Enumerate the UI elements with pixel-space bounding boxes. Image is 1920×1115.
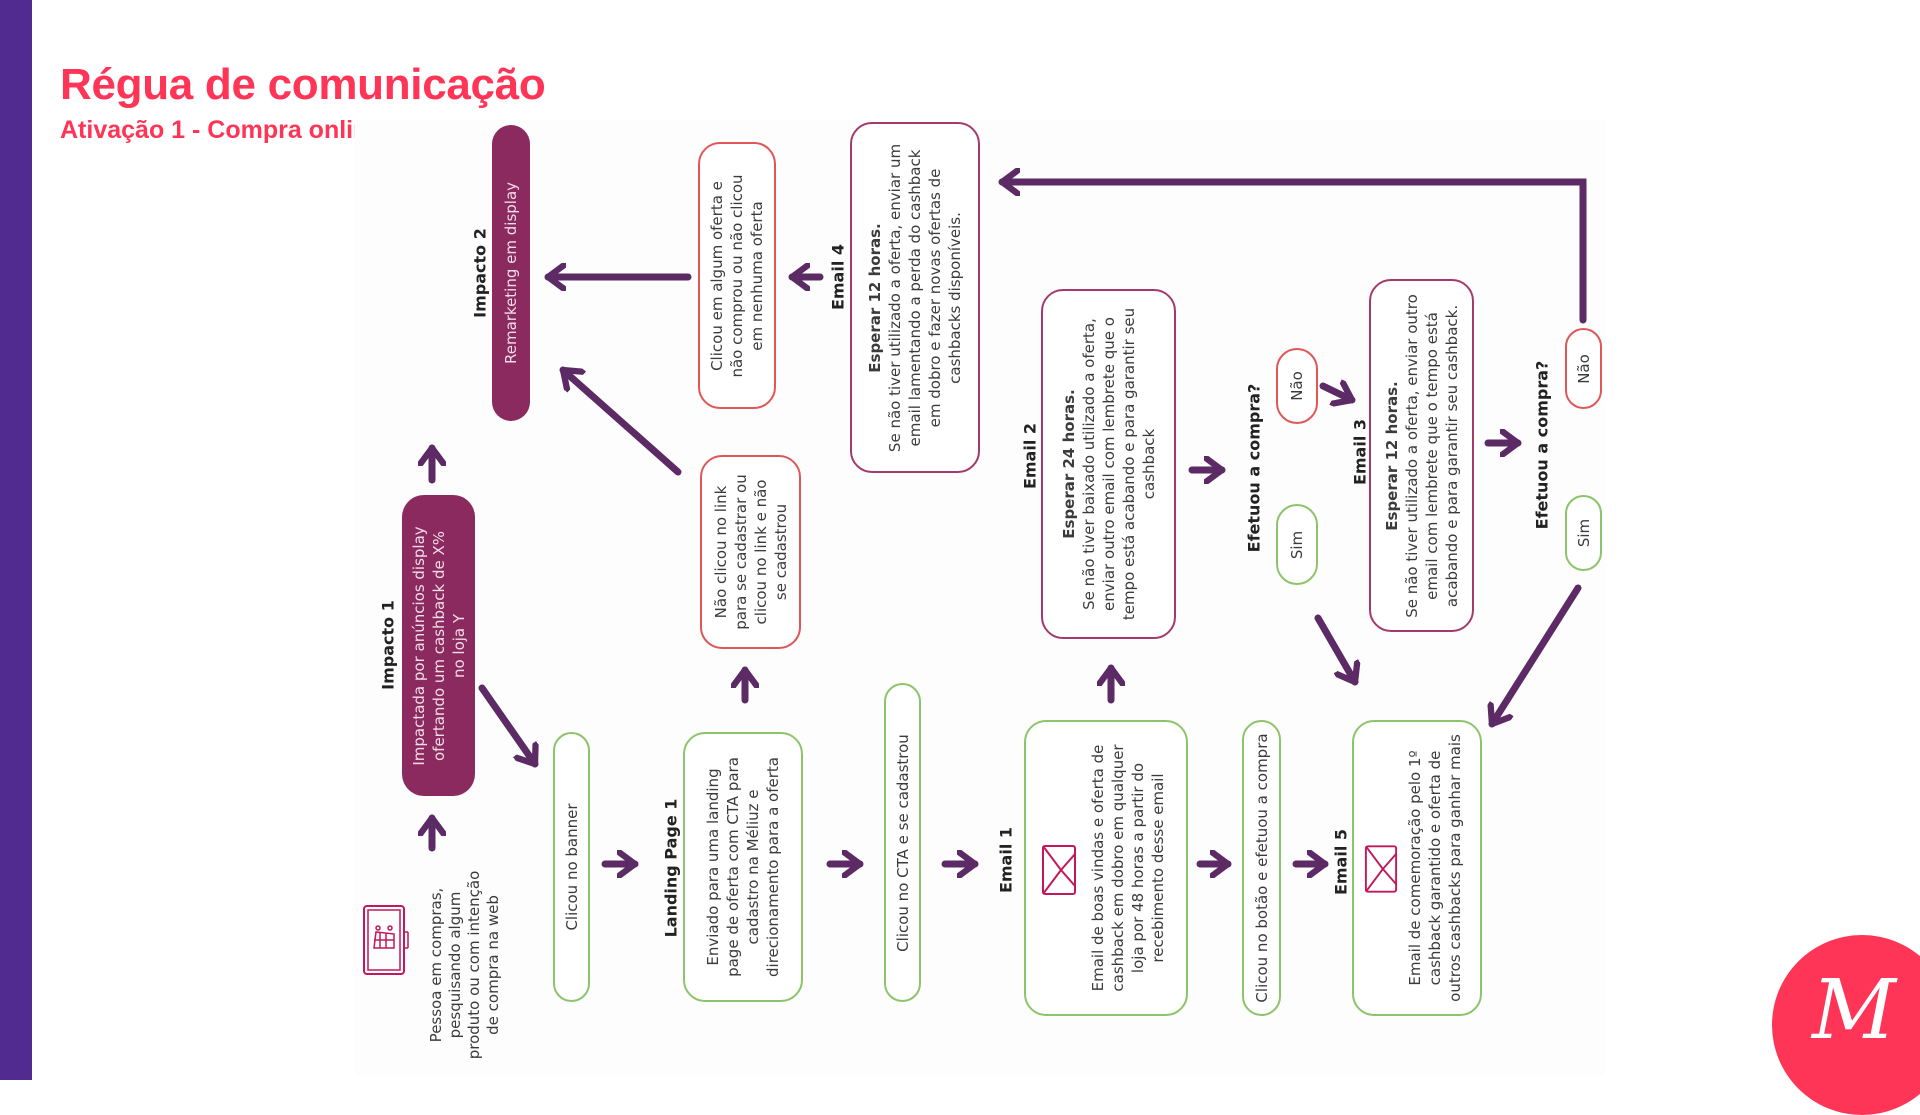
email1-line: cashback em dobro em qualquer <box>1109 744 1127 992</box>
impacto2-pill[interactable]: Remarketing em display <box>492 125 530 421</box>
email2-heading: Esperar 24 horas. <box>1059 389 1078 539</box>
email4-line: cashbacks disponíveis. <box>946 211 964 384</box>
impacto1-line: no loja Y <box>449 613 468 678</box>
arrow-nao1-to-email3 <box>1319 386 1356 400</box>
envelope-icon <box>1042 845 1076 895</box>
decision1-no-pill[interactable]: Não <box>1276 348 1318 424</box>
landing-line: Enviado para uma landing <box>704 768 722 966</box>
impacto1-box[interactable]: Impactada por anúncios display ofertando… <box>402 495 475 796</box>
nao-clicou-line: clicou no link e não <box>751 479 770 625</box>
clicou-botao-text: Clicou no botão e efetuou a compra <box>1252 733 1271 1003</box>
page-subtitle: Ativação 1 - Compra online <box>60 116 383 144</box>
page-title: Régua de comunicação <box>60 60 546 109</box>
impacto1-line: Impactada por anúncios display <box>409 525 428 766</box>
email1-line: loja por 48 horas a partir do <box>1129 762 1147 974</box>
start-icon-wrap <box>362 904 410 976</box>
email2-line: enviar outro email com lembrete que o <box>1099 317 1118 611</box>
arrow-sim1-to-email5 <box>1314 614 1355 686</box>
clicou-botao-pill[interactable]: Clicou no botão e efetuou a compra <box>1242 720 1281 1016</box>
email2-line: Se não tiver baixado utilizado a oferta, <box>1079 318 1098 610</box>
impacto2-text: Remarketing em display <box>502 181 520 365</box>
start-node: Pessoa em compras, pesquisando algum pro… <box>415 860 515 1070</box>
start-line: pesquisando algum <box>446 891 464 1039</box>
decision2-no-pill[interactable]: Não <box>1565 328 1602 409</box>
email5-box[interactable]: Email de comemoração pelo 1º cashback ga… <box>1352 720 1482 1016</box>
landing-page-label: Landing Page 1 <box>661 798 681 938</box>
impacto2-label: Impacto 2 <box>470 228 490 318</box>
email1-label: Email 1 <box>996 826 1016 894</box>
email4-line: Se não tiver utilizado a oferta, enviar … <box>886 143 904 452</box>
clicou-algum-line: não comprou ou não clicou <box>728 173 746 378</box>
landing-line: cadastro na Méliuz e <box>744 789 762 945</box>
email2-box[interactable]: Esperar 24 horas. Se não tiver baixado u… <box>1041 289 1176 639</box>
decision2-yes-text: Sim <box>1574 518 1593 548</box>
email5-line: outros cashbacks para ganhar mais <box>1446 734 1464 1002</box>
logo-letter: M <box>1812 963 1896 1058</box>
decision1-yes-text: Sim <box>1288 530 1306 559</box>
email5-line: cashback garantido e oferta de <box>1426 750 1444 986</box>
arrow-sim2-to-email5 <box>1492 584 1582 728</box>
decision1-no-text: Não <box>1288 371 1306 401</box>
email3-line: email com lembrete que o tempo está <box>1422 311 1441 600</box>
impacto1-line: ofertando um cashback de X% <box>429 530 448 761</box>
email2-line: tempo está acabando e para garantir seu <box>1119 307 1138 621</box>
decision1-yes-pill[interactable]: Sim <box>1276 504 1318 585</box>
email1-line: Email de boas vindas e oferta de <box>1089 744 1107 992</box>
decision1-question: Efetuou a compra? <box>1244 383 1264 553</box>
impacto1-label: Impacto 1 <box>378 600 398 690</box>
start-line: Pessoa em compras, <box>427 887 445 1043</box>
email3-line: acabando e para garantir seu cashback. <box>1442 304 1461 607</box>
decision2-no-text: Não <box>1574 353 1593 384</box>
email4-box[interactable]: Esperar 12 horas. Se não tiver utilizado… <box>850 122 980 473</box>
email4-line: email lamentando a perda do cashback <box>906 149 924 446</box>
clicou-algum-box[interactable]: Clicou em algum oferta e não comprou ou … <box>698 142 776 409</box>
landing-line: direcionamento para a oferta <box>764 757 782 977</box>
shopping-cart-monitor-icon <box>363 905 409 975</box>
email3-box[interactable]: Esperar 12 horas. Se não tiver utilizado… <box>1369 279 1474 632</box>
email5-line: Email de comemoração pelo 1º <box>1406 750 1424 986</box>
clicou-algum-line: em nenhuma oferta <box>748 200 766 351</box>
clicou-cta-text: Clicou no CTA e se cadastrou <box>893 733 912 952</box>
email3-line: Se não tiver utilizado a oferta, enviar … <box>1402 293 1421 618</box>
clicou-banner-pill[interactable]: Clicou no banner <box>553 732 590 1002</box>
decision2-yes-pill[interactable]: Sim <box>1565 495 1602 571</box>
email4-line: em dobro e fazer novas ofertas de <box>926 168 944 427</box>
nao-clicou-line: Não clicou no link <box>711 485 730 619</box>
email1-box[interactable]: Email de boas vindas e oferta de cashbac… <box>1024 720 1188 1016</box>
email2-line: cashback <box>1139 428 1158 500</box>
landing-line: page de oferta com CTA para <box>724 757 742 977</box>
email4-heading: Esperar 12 horas. <box>866 222 884 373</box>
clicou-banner-text: Clicou no banner <box>562 803 581 931</box>
nao-clicou-line: para se cadastrar ou <box>731 474 750 630</box>
email4-label: Email 4 <box>828 243 848 311</box>
clicou-cta-pill[interactable]: Clicou no CTA e se cadastrou <box>884 683 921 1002</box>
arrow-impacto1-to-banner <box>478 684 535 768</box>
nao-clicou-box[interactable]: Não clicou no link para se cadastrar ou … <box>700 455 801 649</box>
side-accent-bar <box>0 0 32 1080</box>
email2-label: Email 2 <box>1020 422 1040 490</box>
email3-heading: Esperar 12 horas. <box>1382 380 1401 531</box>
email3-label: Email 3 <box>1350 418 1370 486</box>
flow-arrows <box>0 0 1587 1080</box>
start-line: de compra na web <box>484 895 502 1035</box>
email1-line: recebimento desse email <box>1149 773 1167 963</box>
landing-page-box[interactable]: Enviado para uma landing page de oferta … <box>683 732 803 1002</box>
arrow-naoclicou-to-impacto2 <box>559 366 682 476</box>
decision2-question: Efetuou a compra? <box>1532 360 1552 530</box>
start-line: produto ou com intenção <box>465 870 483 1060</box>
email5-label: Email 5 <box>1331 828 1351 896</box>
arrow-nao2-to-email4 <box>998 182 1587 324</box>
envelope-icon <box>1364 845 1398 893</box>
clicou-algum-line: Clicou em algum oferta e <box>708 180 726 371</box>
nao-clicou-line: se cadastrou <box>771 503 790 601</box>
